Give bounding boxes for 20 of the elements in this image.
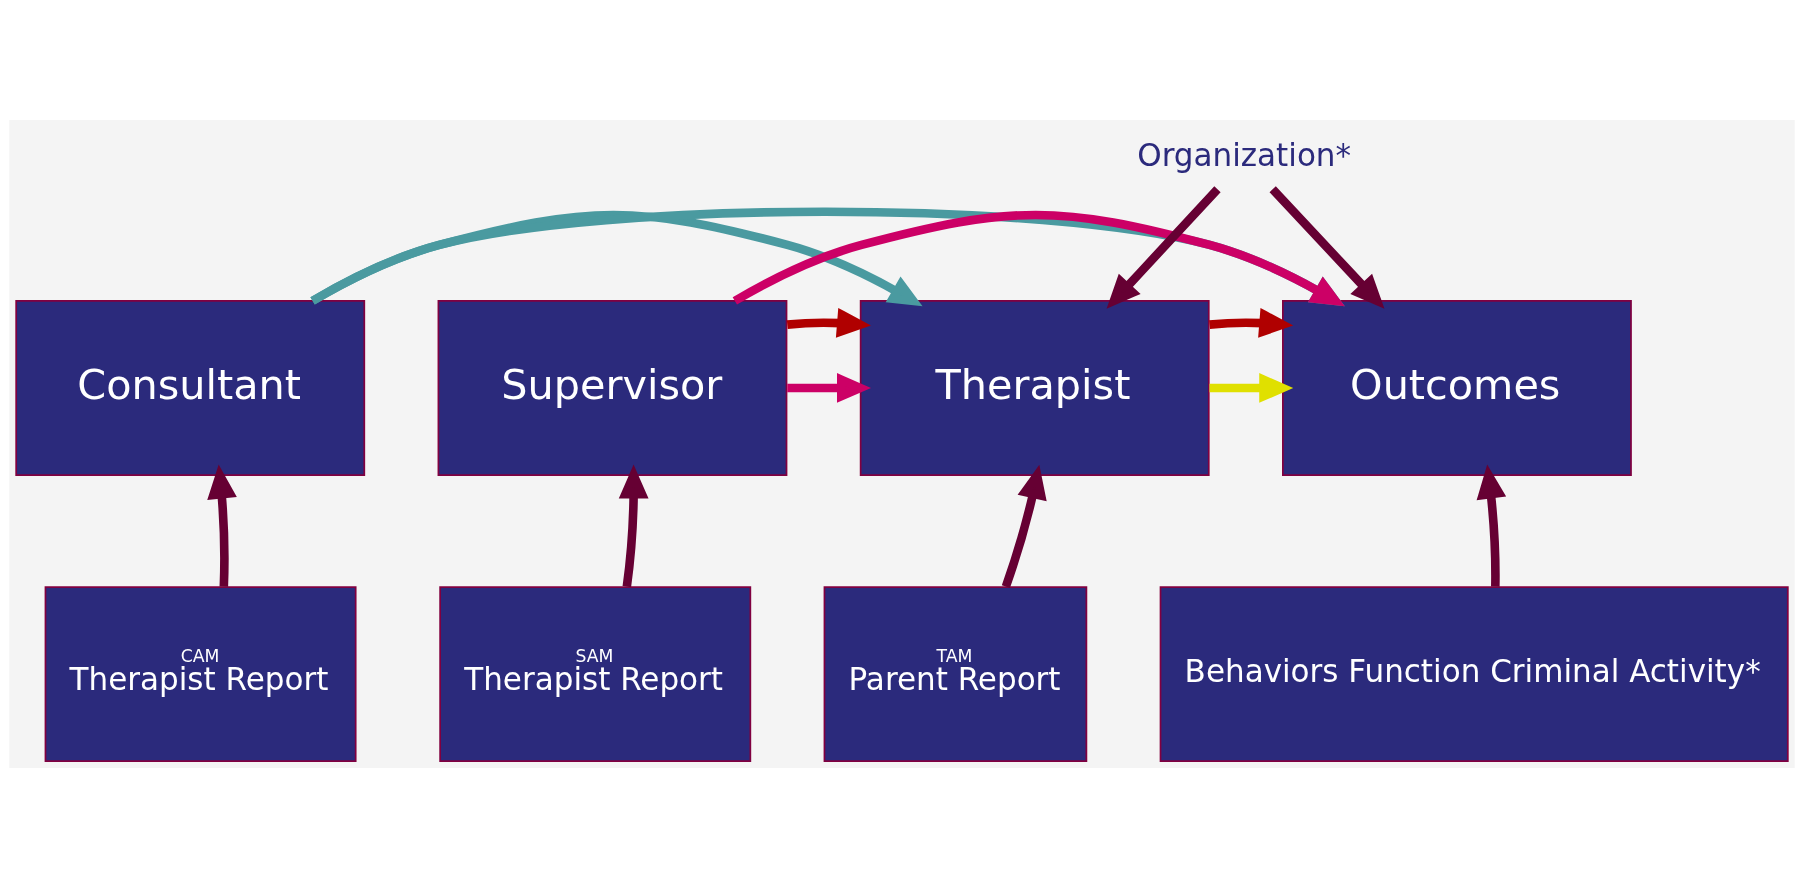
node-box: SAM Therapist Report (439, 585, 752, 762)
arrow (1269, 185, 1385, 309)
arrow (732, 210, 1345, 306)
node-box: TAM Parent Report (823, 585, 1088, 762)
node-box: Supervisor (437, 299, 788, 476)
node-box: Behaviors Function Criminal Activity* (1159, 585, 1789, 762)
arrow (786, 307, 871, 338)
arrow (1106, 185, 1221, 309)
arrow (207, 464, 237, 587)
arrow (1209, 307, 1294, 338)
node-box: Consultant (15, 299, 366, 476)
node-text: Organization* (1137, 136, 1352, 172)
arrow (1001, 464, 1047, 588)
node-box: CAM Therapist Report (44, 585, 357, 762)
arrow (618, 464, 649, 587)
node-box: Outcomes (1282, 299, 1632, 476)
arrow (787, 372, 871, 403)
node-box: Therapist (859, 299, 1210, 476)
arrow (1476, 464, 1507, 587)
arrow (1209, 372, 1294, 403)
